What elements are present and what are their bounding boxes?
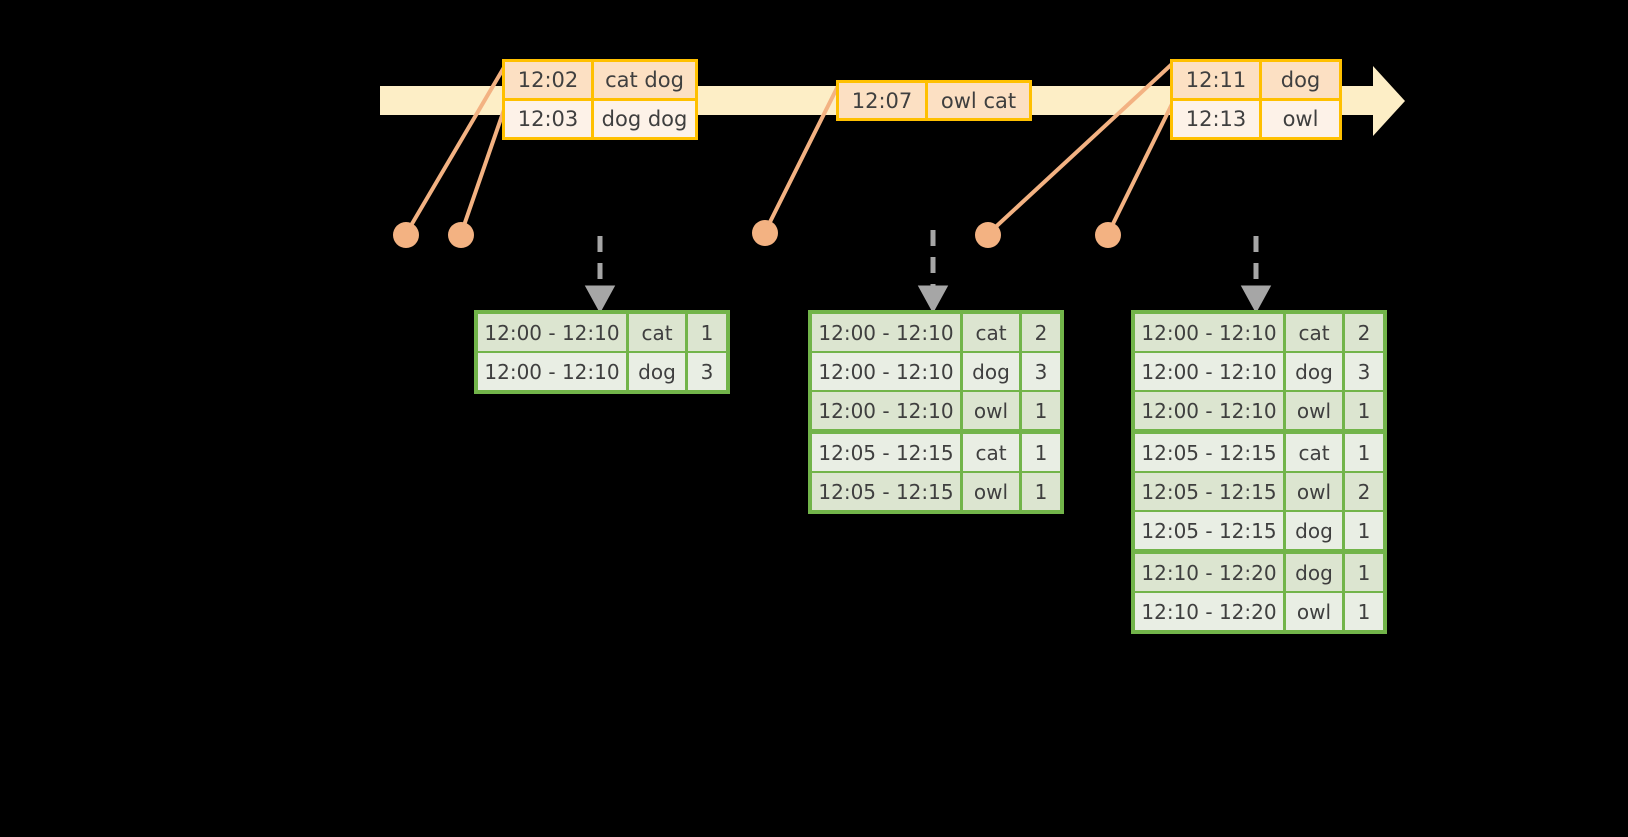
- key-cell: dog: [629, 353, 685, 390]
- count-cell: 1: [1345, 512, 1383, 549]
- event-time: 12:13: [1173, 101, 1262, 137]
- connector-line-1203: [459, 103, 508, 235]
- key-cell: cat: [1286, 434, 1342, 471]
- event-dot-1207: [752, 220, 778, 246]
- table-row[interactable]: 12:00 - 12:10 dog 3: [1135, 353, 1383, 390]
- event-dot-1203: [448, 222, 474, 248]
- table-row[interactable]: 12:00 - 12:10 dog 3: [478, 353, 726, 390]
- window-cell: 12:00 - 12:10: [1135, 353, 1283, 390]
- result-table-2[interactable]: 12:00 - 12:10 cat 2 12:00 - 12:10 dog 3 …: [808, 310, 1064, 514]
- window-cell: 12:00 - 12:10: [478, 353, 626, 390]
- table-row[interactable]: 12:00 - 12:10 cat 1: [478, 314, 726, 351]
- key-cell: dog: [963, 353, 1019, 390]
- count-cell: 2: [1345, 314, 1383, 351]
- event-row[interactable]: 12:03 dog dog: [505, 98, 695, 137]
- event-box-1[interactable]: 12:02 cat dog 12:03 dog dog: [502, 59, 698, 140]
- key-cell: owl: [1286, 392, 1342, 429]
- key-cell: dog: [1286, 353, 1342, 390]
- table-row[interactable]: 12:00 - 12:10 owl 1: [1135, 392, 1383, 429]
- event-time: 12:11: [1173, 62, 1262, 98]
- table-row[interactable]: 12:00 - 12:10 owl 1: [812, 392, 1060, 429]
- table-row[interactable]: 12:05 - 12:15 dog 1: [1135, 512, 1383, 549]
- event-row[interactable]: 12:11 dog: [1173, 62, 1339, 98]
- event-time: 12:03: [505, 101, 594, 137]
- table-row[interactable]: 12:05 - 12:15 owl 1: [812, 473, 1060, 510]
- count-cell: 1: [1345, 434, 1383, 471]
- window-cell: 12:05 - 12:15: [1135, 434, 1283, 471]
- emit-arrow-head-2: [917, 285, 949, 314]
- window-cell: 12:00 - 12:10: [812, 314, 960, 351]
- key-cell: dog: [1286, 512, 1342, 549]
- event-payload: cat dog: [594, 62, 695, 98]
- table-row[interactable]: 12:10 - 12:20 owl 1: [1135, 593, 1383, 630]
- table-row[interactable]: 12:05 - 12:15 cat 1: [812, 434, 1060, 471]
- event-dot-1213: [1095, 222, 1121, 248]
- window-cell: 12:00 - 12:10: [812, 392, 960, 429]
- table-row[interactable]: 12:10 - 12:20 dog 1: [1135, 554, 1383, 591]
- key-cell: cat: [629, 314, 685, 351]
- key-cell: owl: [963, 473, 1019, 510]
- count-cell: 1: [688, 314, 726, 351]
- event-payload: owl: [1262, 101, 1339, 137]
- table-row[interactable]: 12:05 - 12:15 owl 2: [1135, 473, 1383, 510]
- key-cell: cat: [963, 434, 1019, 471]
- window-cell: 12:05 - 12:15: [812, 434, 960, 471]
- count-cell: 1: [1345, 392, 1383, 429]
- event-row[interactable]: 12:07 owl cat: [839, 83, 1029, 118]
- emit-arrow-head-3: [1240, 285, 1272, 314]
- event-box-3[interactable]: 12:11 dog 12:13 owl: [1170, 59, 1342, 140]
- table-row[interactable]: 12:05 - 12:15 cat 1: [1135, 434, 1383, 471]
- event-payload: dog: [1262, 62, 1339, 98]
- table-row[interactable]: 12:00 - 12:10 dog 3: [812, 353, 1060, 390]
- event-row[interactable]: 12:02 cat dog: [505, 62, 695, 98]
- count-cell: 2: [1345, 473, 1383, 510]
- count-cell: 1: [1022, 473, 1060, 510]
- key-cell: owl: [1286, 473, 1342, 510]
- window-cell: 12:05 - 12:15: [1135, 473, 1283, 510]
- window-cell: 12:05 - 12:15: [812, 473, 960, 510]
- window-cell: 12:00 - 12:10: [478, 314, 626, 351]
- key-cell: owl: [963, 392, 1019, 429]
- key-cell: cat: [963, 314, 1019, 351]
- count-cell: 3: [1022, 353, 1060, 390]
- key-cell: dog: [1286, 554, 1342, 591]
- count-cell: 1: [1022, 434, 1060, 471]
- window-cell: 12:10 - 12:20: [1135, 593, 1283, 630]
- event-payload: owl cat: [928, 83, 1029, 118]
- window-cell: 12:00 - 12:10: [1135, 392, 1283, 429]
- window-cell: 12:10 - 12:20: [1135, 554, 1283, 591]
- event-time: 12:07: [839, 83, 928, 118]
- count-cell: 2: [1022, 314, 1060, 351]
- count-cell: 1: [1345, 554, 1383, 591]
- window-cell: 12:00 - 12:10: [812, 353, 960, 390]
- window-cell: 12:00 - 12:10: [1135, 314, 1283, 351]
- count-cell: 1: [1345, 593, 1383, 630]
- event-payload: dog dog: [594, 101, 695, 137]
- emit-arrow-head-1: [584, 285, 616, 314]
- count-cell: 1: [1022, 392, 1060, 429]
- key-cell: owl: [1286, 593, 1342, 630]
- event-row[interactable]: 12:13 owl: [1173, 98, 1339, 137]
- result-table-3[interactable]: 12:00 - 12:10 cat 2 12:00 - 12:10 dog 3 …: [1131, 310, 1387, 634]
- window-cell: 12:05 - 12:15: [1135, 512, 1283, 549]
- result-table-1[interactable]: 12:00 - 12:10 cat 1 12:00 - 12:10 dog 3: [474, 310, 730, 394]
- table-row[interactable]: 12:00 - 12:10 cat 2: [812, 314, 1060, 351]
- event-box-2[interactable]: 12:07 owl cat: [836, 80, 1032, 121]
- key-cell: cat: [1286, 314, 1342, 351]
- table-row[interactable]: 12:00 - 12:10 cat 2: [1135, 314, 1383, 351]
- event-dot-1202: [393, 222, 419, 248]
- event-time: 12:02: [505, 62, 594, 98]
- event-dot-1211: [975, 222, 1001, 248]
- count-cell: 3: [688, 353, 726, 390]
- count-cell: 3: [1345, 353, 1383, 390]
- connector-line-1213: [1106, 103, 1174, 235]
